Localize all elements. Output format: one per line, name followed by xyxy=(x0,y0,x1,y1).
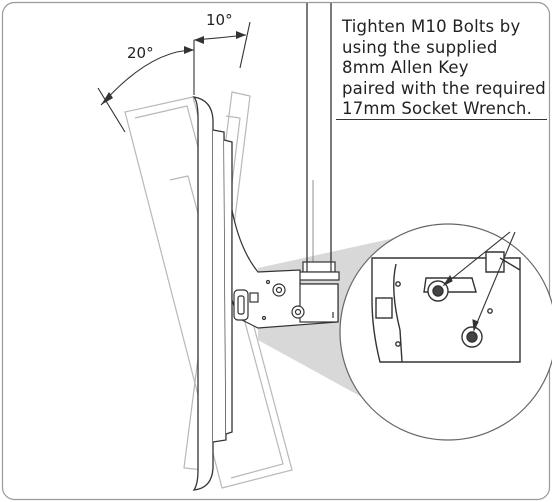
bolt-pointer-lines xyxy=(442,231,516,332)
instruction-line-3: 8mm Allen Key xyxy=(342,58,469,77)
instruction-line-5: 17mm Socket Wrench. xyxy=(342,99,533,118)
pole-collar xyxy=(298,261,340,281)
angle-arrowheads xyxy=(101,31,246,105)
mount-bracket xyxy=(231,209,339,329)
bolt-instruction: Tighten M10 Bolts by using the supplied … xyxy=(342,17,547,120)
main-screen xyxy=(192,96,233,491)
instruction-line-2: using the supplied xyxy=(342,37,498,57)
ceiling-pole xyxy=(306,3,332,262)
angle-label-10: 10° xyxy=(206,11,233,29)
instruction-line-4: paired with the required xyxy=(342,78,546,98)
tilt-angle-guides xyxy=(97,21,251,133)
instruction-underline xyxy=(336,119,547,120)
instruction-line-1: Tighten M10 Bolts by xyxy=(342,17,521,36)
angle-label-20: 20° xyxy=(127,44,154,62)
enlarged-bracket xyxy=(371,251,521,363)
